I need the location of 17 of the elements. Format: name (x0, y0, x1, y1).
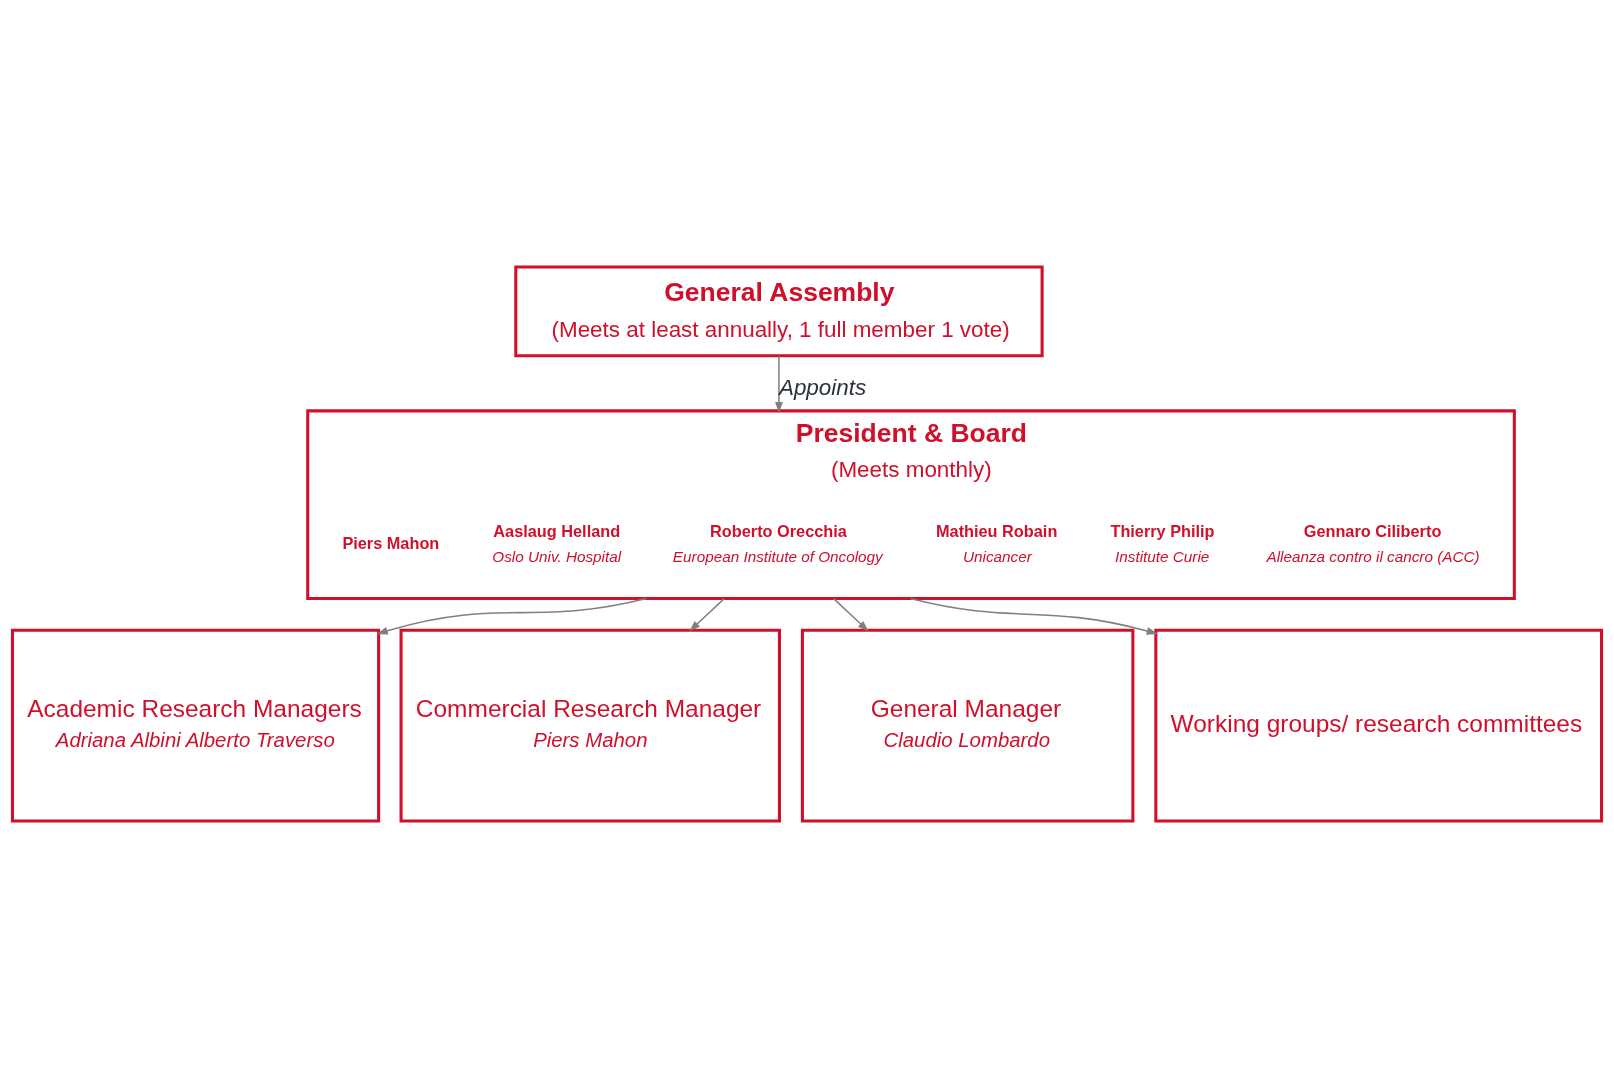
node-text: Gennaro Ciliberto Alleanza contro il cancro (ACC) (1266, 521, 1480, 566)
node-text: Thierry Philip Institute Curie (1110, 521, 1215, 566)
node-text: Roberto Orecchia European Institute of Oncology (672, 521, 883, 566)
arrow (775, 355, 783, 414)
node-box: General Manager Claudio Lombardo (800, 628, 1135, 823)
arrow (689, 597, 725, 632)
node-text: Piers Mahon (342, 533, 440, 552)
arrow (376, 597, 648, 635)
node-text: Aaslaug Helland Oslo Univ. Hospital (492, 521, 622, 566)
arrow (832, 597, 869, 632)
node-box: Working groups/ research committees (1154, 628, 1604, 823)
node-text: Mathieu Robain Unicancer (936, 521, 1058, 566)
node-box: Academic Research Managers Adriana Albini Alberto Traverso (10, 628, 381, 823)
node-box: Commercial Research Manager Piers Mahon (399, 628, 781, 823)
arrow (909, 597, 1158, 635)
edge-label: Appoints (778, 375, 867, 401)
node-box: General Assembly (Meets at least annually, 1 full member 1 vote) (514, 265, 1044, 358)
